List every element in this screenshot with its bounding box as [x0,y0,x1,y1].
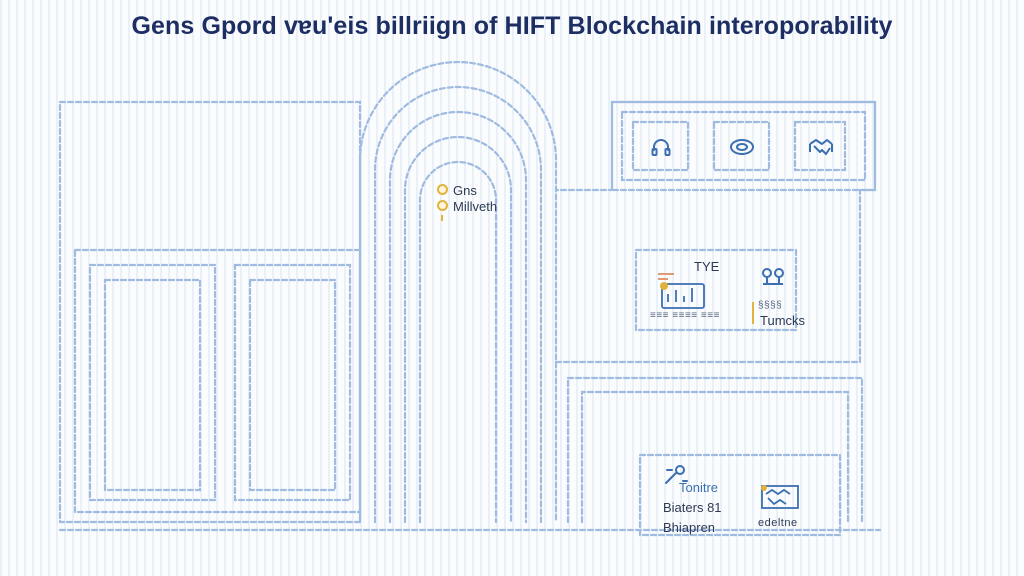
handshake-icon-bottom [761,485,799,509]
left-frame-lower [73,248,362,514]
bottom-panel-label-2: Biaters 81 [663,500,722,515]
bottom-panel-label-3: Bhiapren [663,520,716,535]
legend-marker-gns [437,184,448,195]
top-icon-strip [610,100,877,192]
lower-frame [566,376,864,524]
coin-icon [730,139,754,155]
arch-2 [373,85,543,524]
bottom-panel-caption: edeltne [758,517,798,529]
mid-panel-header: TYE [694,259,720,274]
top-icon-strip-inner [620,110,867,182]
bottom-panel [638,453,842,537]
wrench-icon [665,465,688,484]
top-icon-box-2 [712,120,771,172]
headset-icon [651,139,671,156]
left-inner-box-b [103,278,202,492]
left-inner-box-a [88,263,217,502]
bottom-panel-label-1: Tonitre [679,480,719,495]
network-icon [762,268,784,285]
mid-panel-right-code: §§§§ [758,300,783,311]
mid-panel [634,248,798,332]
left-inner-box-c [233,263,352,502]
mid-panel-caption: ≡≡≡ ≡≡≡≡ ≡≡≡ [650,310,720,321]
top-icon-box-1 [631,120,690,172]
mid-panel-right-tick [752,302,754,324]
arch-outer [358,60,558,524]
arch-3 [388,110,528,524]
legend-label-millveth: Millveth [453,199,498,214]
legend-tick [441,215,443,221]
mid-panel-right-label: Tumcks [760,313,806,328]
left-inner-box-d [248,278,337,492]
page-title: Gens Gpord vɐu'eis billriign of HIFT Blo… [131,12,893,40]
arch-5 [418,160,498,524]
top-icon-box-3 [793,120,847,172]
legend-marker-millveth [437,200,448,211]
lower-frame-inner [580,390,850,524]
arch-4 [403,135,513,524]
dashboard-icon [658,273,705,309]
handshake-icon [809,139,833,155]
legend-label-gns: Gns [453,183,477,198]
